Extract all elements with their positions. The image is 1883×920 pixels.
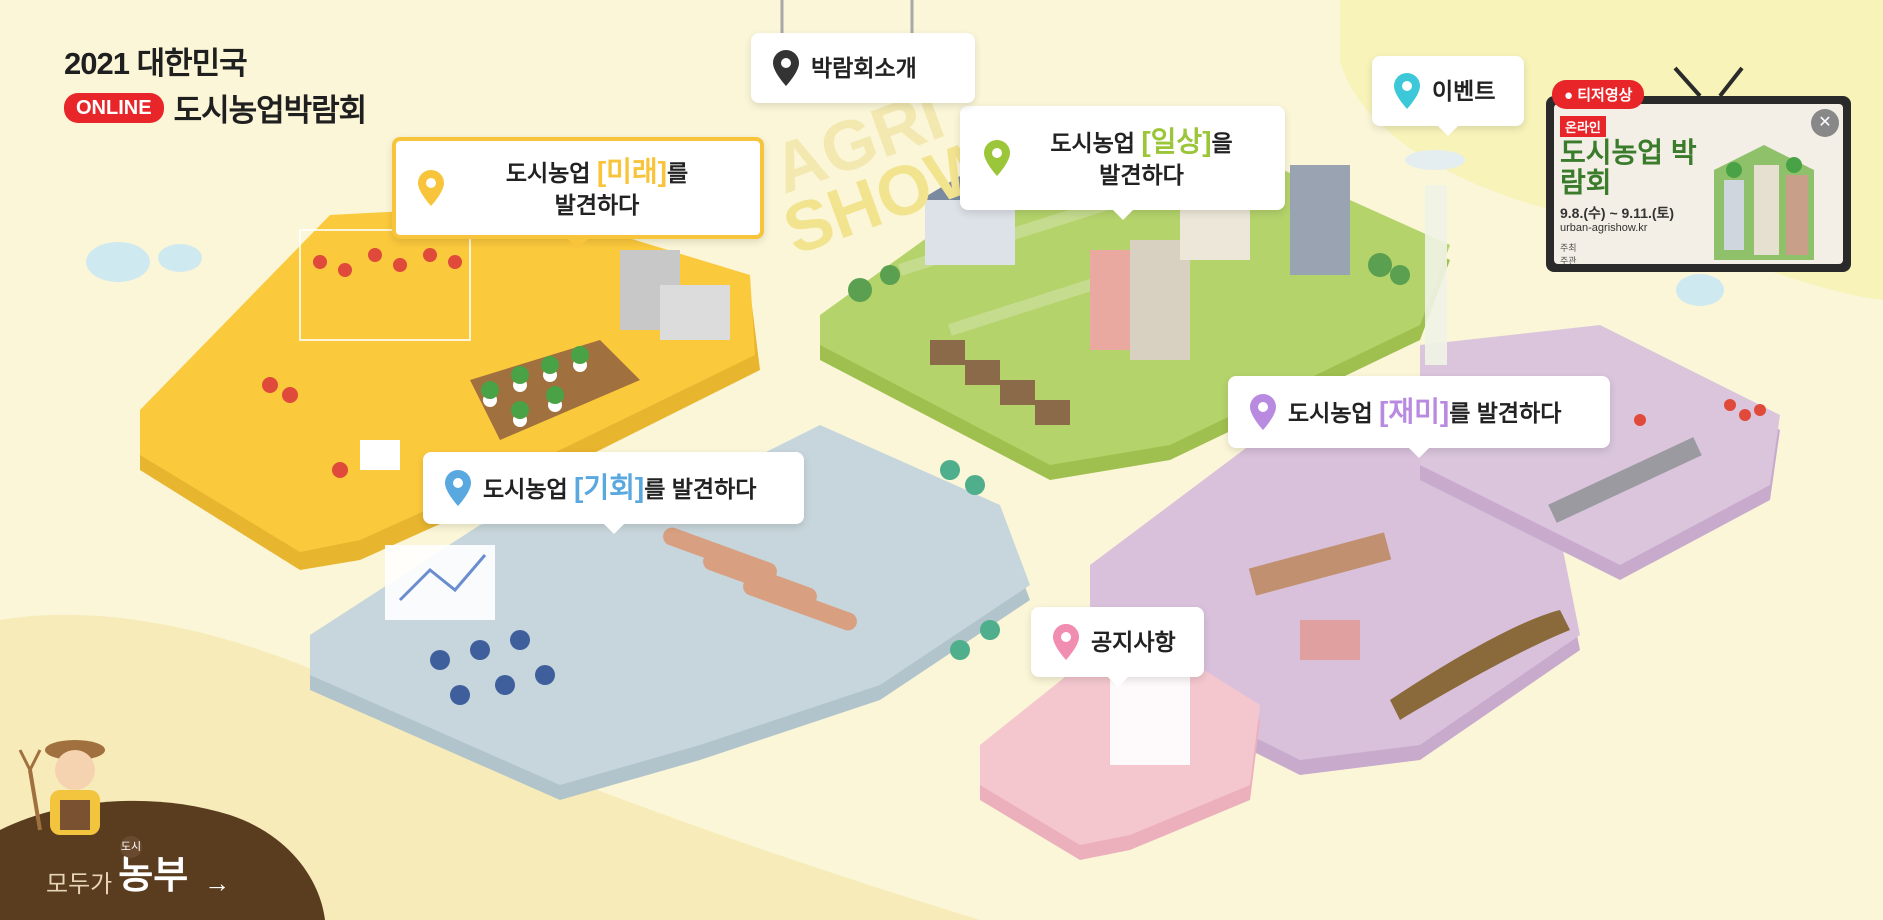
pin-intro-button[interactable]: 박람회소개 [751, 33, 975, 103]
site-title: 2021 대한민국 ONLINE 도시농업박람회 [64, 38, 368, 130]
brand-mini: 도시 [120, 836, 142, 858]
teaser-video-tv[interactable]: 온라인 도시농업 박람회 9.8.(수) ~ 9.11.(토) urban-ag… [1546, 96, 1851, 272]
site-title-name: 도시농업박람회 [173, 93, 368, 128]
pin-daily-label: 도시농업 [일상]을 발견하다 [1022, 126, 1261, 191]
teaser-video-badge[interactable]: ● 티저영상 [1552, 80, 1645, 109]
yellow-platform-future[interactable] [140, 205, 760, 570]
teaser-host: 주최 주관 [1560, 242, 1577, 264]
pin-chance-label: 도시농업 [기회]를 발견하다 [483, 472, 756, 505]
pin-future-label: 도시농업 [미래]를 발견하다 [456, 156, 738, 221]
pin-daily-button[interactable]: 도시농업 [일상]을 발견하다 [960, 106, 1285, 220]
brand-big: 농부 [118, 855, 189, 897]
pin-chance-post: 를 발견하다 [644, 475, 757, 502]
pin-daily-post: 을 [1211, 129, 1233, 156]
pin-event-label: 이벤트 [1432, 78, 1496, 104]
map-pin-icon [445, 470, 471, 506]
pin-future-pre: 도시농업 [505, 159, 597, 186]
cloud-decoration [86, 242, 1724, 306]
pin-fun-pre: 도시농업 [1288, 399, 1380, 426]
map-pin-icon [418, 170, 444, 206]
pin-intro-label: 박람회소개 [811, 55, 917, 81]
site-title-line2: ONLINE 도시농업박람회 [64, 85, 368, 130]
pin-future-highlight: [미래] [596, 155, 668, 187]
pin-event-button[interactable]: 이벤트 [1372, 56, 1524, 136]
teaser-online-tag: 온라인 [1560, 116, 1606, 137]
map-pin-icon [1250, 394, 1276, 430]
teaser-screen: 온라인 도시농업 박람회 9.8.(수) ~ 9.11.(토) urban-ag… [1546, 96, 1851, 272]
pin-fun-highlight: [재미] [1379, 395, 1450, 427]
blue-platform-chance[interactable] [310, 425, 1030, 800]
teaser-url: urban-agrishow.kr [1560, 222, 1648, 234]
map-pin-icon [984, 140, 1010, 176]
pin-chance-pre: 도시농업 [483, 475, 575, 502]
pin-future-line2: 발견하다 [554, 191, 640, 218]
brand-small: 모두가 [46, 871, 113, 898]
map-pin-icon [1394, 73, 1420, 109]
pin-fun-post: 를 발견하다 [1449, 399, 1562, 426]
pin-daily-highlight: [일상] [1141, 125, 1212, 157]
pin-daily-line2: 발견하다 [1099, 161, 1184, 188]
farmer-mascot [18, 740, 105, 835]
teaser-poster: 온라인 도시농업 박람회 9.8.(수) ~ 9.11.(토) urban-ag… [1554, 104, 1843, 264]
pin-notice-button[interactable]: 공지사항 [1031, 607, 1204, 687]
teaser-close-icon[interactable]: ✕ [1811, 109, 1839, 137]
pin-chance-button[interactable]: 도시농업 [기회]를 발견하다 [423, 452, 804, 534]
brand-link[interactable]: 모두가 도시 농부 → [46, 836, 231, 899]
teaser-host-label: 주최 [1560, 243, 1577, 253]
teaser-org-label: 주관 [1560, 256, 1577, 264]
pin-future-button[interactable]: 도시농업 [미래]를 발견하다 [392, 137, 764, 249]
green-platform-daily[interactable] [820, 155, 1450, 480]
pin-fun-button[interactable]: 도시농업 [재미]를 발견하다 [1228, 376, 1610, 458]
pin-notice-label: 공지사항 [1091, 629, 1176, 655]
arrow-right-icon: → [204, 868, 231, 898]
pin-daily-pre: 도시농업 [1050, 129, 1142, 156]
pin-fun-label: 도시농업 [재미]를 발견하다 [1288, 396, 1561, 429]
site-title-line1: 2021 대한민국 [64, 46, 248, 81]
map-pin-icon [773, 50, 799, 86]
pink-platform-notice[interactable] [980, 655, 1260, 860]
map-pin-icon [1053, 624, 1079, 660]
pin-future-post: 를 [667, 159, 689, 186]
teaser-building-illustration [1714, 145, 1814, 260]
online-badge: ONLINE [64, 92, 164, 123]
teaser-title: 도시농업 박람회 [1560, 137, 1697, 198]
pin-chance-highlight: [기회] [574, 471, 645, 503]
teaser-date: 9.8.(수) ~ 9.11.(토) [1560, 205, 1675, 221]
